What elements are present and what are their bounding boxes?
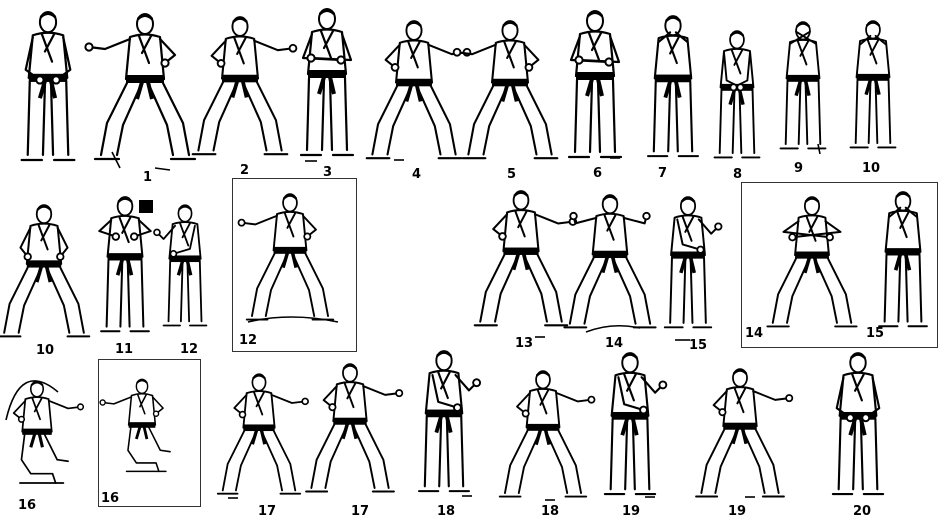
karateka-figure [367,21,471,158]
karateka-figure [0,205,89,336]
karateka-figure [564,195,655,327]
karateka-figure [665,197,722,327]
step-label: 1 [143,171,152,184]
step-label: 14 [745,327,763,340]
step-label: 16 [101,492,119,505]
step-label: 18 [541,505,559,518]
karateka-figure [605,353,666,494]
karateka-figure [648,16,698,156]
karateka-figure [879,192,927,326]
step-label: 2 [240,164,249,177]
karateka-figure [85,14,195,159]
karateka-figure [14,381,84,483]
step-label: 5 [507,168,516,181]
step-label: 14 [605,337,623,350]
step-label: 12 [239,334,257,347]
karateka-figure [454,21,558,158]
step-label: 10 [862,162,880,175]
swing-arc-icon [586,326,640,332]
step-label: 12 [180,343,198,356]
karateka-figure [696,369,792,496]
karateka-figure [833,353,883,494]
step-label: 16 [18,499,36,512]
karateka-figure [715,31,760,157]
karateka-figure [99,197,150,331]
step-label: 7 [658,167,667,180]
karateka-figure [419,351,480,491]
karateka-figure [100,379,170,471]
motion-arrow-icon [155,168,170,170]
step-label: 11 [115,343,133,356]
step-label: 4 [412,168,421,181]
swing-arc-icon [248,317,338,322]
step-label: 17 [351,505,369,518]
step-label: 10 [36,344,54,357]
karateka-figure [218,374,308,494]
karateka-figure [475,191,576,325]
step-label: 8 [733,168,742,181]
step-label: 19 [622,505,640,518]
karateka-figure [193,17,297,154]
karateka-figure [851,21,896,147]
step-label: 9 [794,162,803,175]
karateka-figure [238,194,333,319]
step-label: 20 [853,505,871,518]
step-label: 18 [437,505,455,518]
step-label: 6 [593,167,602,180]
karateka-figure [500,371,595,496]
step-label: 17 [258,505,276,518]
step-label: 15 [689,339,707,352]
karateka-figure [22,12,75,160]
karateka-figure [767,197,856,326]
step-label: 15 [866,327,884,340]
karateka-figure [569,11,621,157]
motion-arrow-icon [818,144,820,154]
karateka-figure [306,364,402,491]
step-label: 19 [728,505,746,518]
karateka-figure [154,205,206,325]
step-label: 3 [323,166,332,179]
karateka-figure [781,22,826,148]
step-label: 13 [515,337,533,350]
karateka-figure [301,9,353,155]
